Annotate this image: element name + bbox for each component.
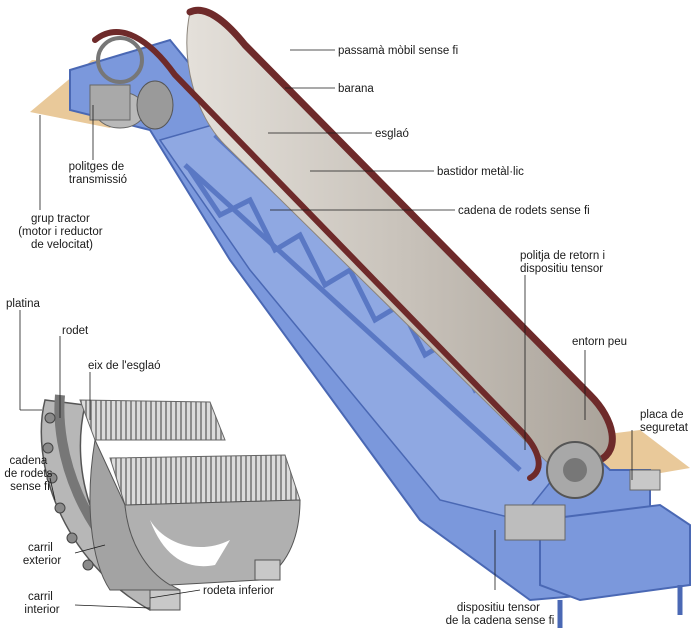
label-cadena-detall: cadena de rodets sense fi [4,455,55,493]
label-cadena: cadena de rodets sense fi [458,205,590,217]
drive-unit [89,36,174,130]
step-detail-inset [40,394,301,611]
label-rodeta-inferior: rodeta inferior [203,585,274,597]
label-politges: politges de transmissió [69,161,128,186]
return-pulley-unit [504,441,661,541]
moving-handrail [186,6,616,464]
label-grup-tractor: grup tractor (motor i reductor de veloci… [18,213,106,251]
label-dispositiu-tensor: dispositiu tensor de la cadena sense fi [446,602,555,627]
part-labels: passamà mòbil sense fi barana esglaó bas… [4,45,688,627]
leader-lines [19,49,633,609]
label-entorn-peu: entorn peu [572,336,627,348]
label-eix: eix de l'esglaó [88,360,161,372]
label-esglao: esglaó [375,128,409,140]
label-carril-interior: carril interior [24,591,59,616]
left-handrail [92,29,542,481]
label-barana: barana [338,83,374,95]
label-passama: passamà mòbil sense fi [338,45,458,57]
label-bastidor: bastidor metàl·lic [437,166,524,178]
label-politja-retorn: politja de retorn i dispositiu tensor [520,250,608,275]
label-rodet: rodet [62,325,89,337]
label-platina: platina [6,298,40,310]
label-placa: placa de seguretat [640,409,689,434]
label-carril-exterior: carril exterior [23,542,62,567]
